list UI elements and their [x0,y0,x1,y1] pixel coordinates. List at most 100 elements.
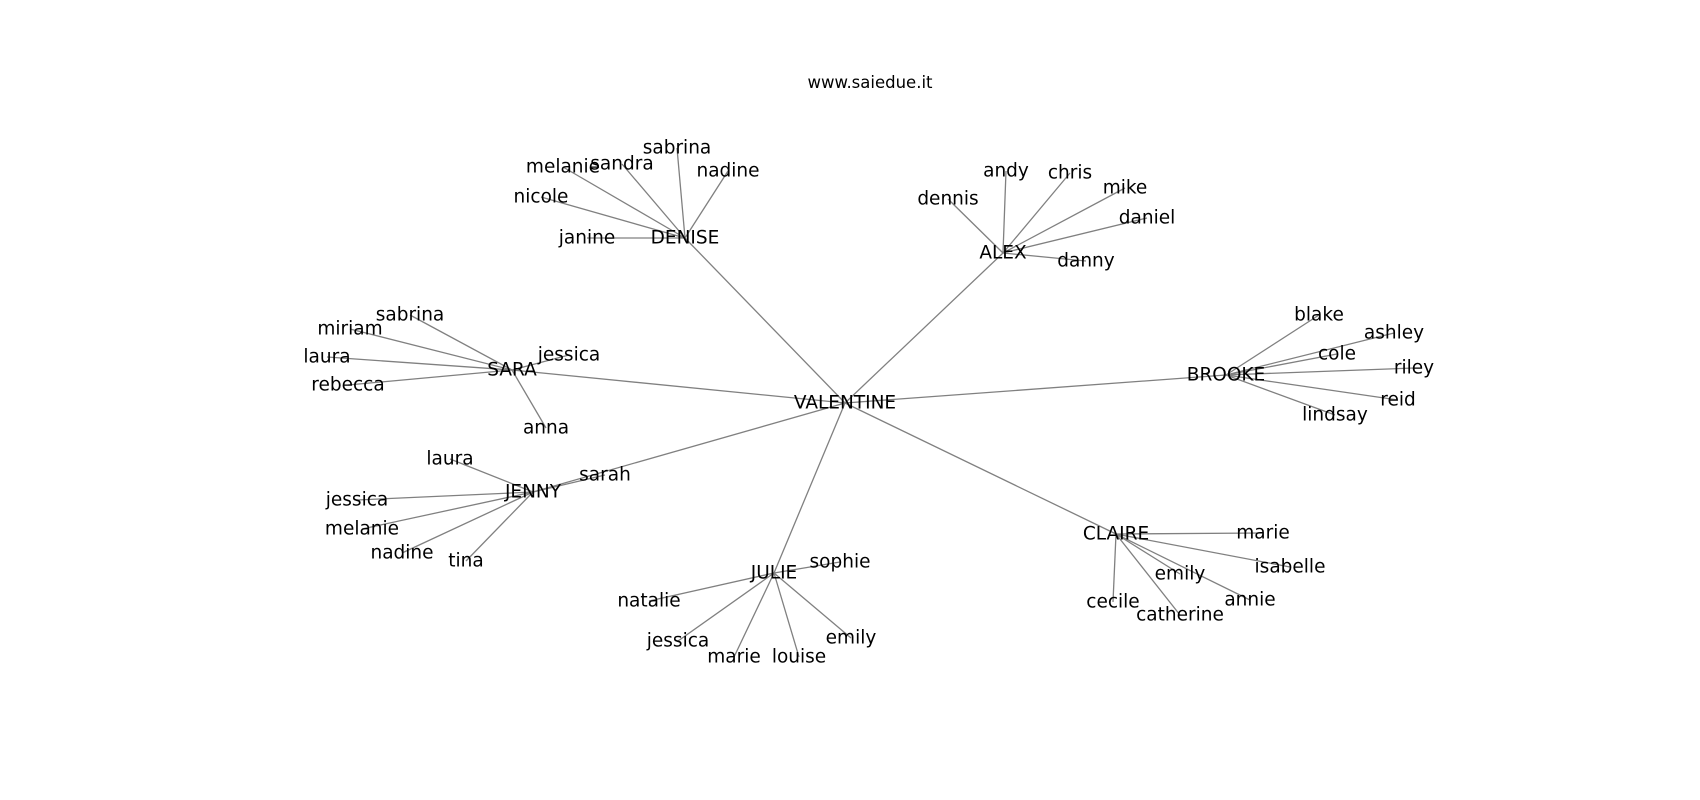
edge-claire-annie [1115,533,1251,601]
edge-jenny-laura [449,458,534,493]
edge-jenny-sarah [532,474,606,493]
group-node-jenny: JENNY [504,482,562,503]
leaf-node-alex-daniel: daniel [1119,208,1175,229]
leaf-node-alex-andy: andy [983,161,1029,182]
edge-root-sara [511,369,846,404]
leaf-node-denise-melanie: melanie [526,157,600,178]
edge-brooke-ashley [1225,332,1395,376]
edge-jenny-jessica [356,491,534,501]
leaf-node-brooke-ashley: ashley [1364,323,1424,344]
leaf-node-sara-sabrina: sabrina [376,305,445,326]
group-node-sara: SARA [487,360,537,381]
edge-root-jenny [532,402,846,493]
edge-denise-melanie [562,166,686,239]
edge-alex-daniel [1002,217,1148,254]
root-node-label: VALENTINE [794,393,896,414]
edge-jenny-melanie [361,491,534,530]
edges-layer [326,147,1415,658]
edge-root-alex [844,252,1004,404]
edge-claire-marie [1115,532,1264,535]
edge-alex-mike [1002,187,1126,254]
leaf-node-alex-chris: chris [1048,163,1092,184]
edge-julie-jessica [677,572,775,642]
group-node-denise: DENISE [651,228,720,249]
edge-claire-cecile [1112,533,1117,603]
leaf-node-brooke-riley: riley [1394,358,1434,379]
edge-julie-marie [733,572,775,658]
leaf-node-claire-annie: annie [1224,590,1275,611]
leaf-node-sara-rebecca: rebecca [311,375,384,396]
leaf-node-denise-nicole: nicole [514,187,569,208]
group-node-claire: CLAIRE [1083,524,1149,545]
edge-jenny-tina [465,491,534,562]
leaf-node-alex-danny: danny [1057,251,1115,272]
edge-sara-jessica [511,354,570,371]
edge-alex-andy [1002,170,1007,254]
edge-sara-rebecca [347,369,513,386]
edge-sara-sabrina [409,314,513,371]
leaf-node-julie-natalie: natalie [617,591,680,612]
leaf-node-sara-miriam: miriam [317,319,382,340]
edge-claire-catherine [1115,533,1181,616]
leaf-node-alex-mike: mike [1103,178,1148,199]
leaf-node-julie-sophie: sophie [810,552,871,573]
leaf-node-denise-sandra: sandra [590,154,653,175]
edge-sara-laura [326,356,513,371]
edge-julie-natalie [648,572,775,602]
edge-denise-nicole [540,196,686,239]
leaf-node-sara-laura: laura [303,347,350,368]
leaf-node-brooke-lindsay: lindsay [1302,405,1368,426]
edge-brooke-lindsay [1225,374,1336,416]
edge-alex-danny [1002,252,1087,262]
group-node-julie: JULIE [750,563,797,584]
leaf-node-claire-cecile: cecile [1086,592,1139,613]
leaf-node-sara-anna: anna [523,418,569,439]
leaf-node-brooke-reid: reid [1380,390,1415,411]
edge-root-denise [684,237,846,404]
leaf-node-alex-dennis: dennis [917,189,978,210]
edge-julie-louise [773,572,800,658]
leaf-node-julie-marie: marie [707,647,761,668]
leaf-node-brooke-blake: blake [1294,305,1344,326]
leaf-node-claire-catherine: catherine [1136,605,1224,626]
edge-denise-nadine [684,170,729,239]
leaf-node-julie-jessica: jessica [646,631,709,652]
leaf-node-jenny-nadine: nadine [370,543,433,564]
leaf-node-jenny-tina: tina [448,551,483,572]
edge-denise-sabrina [676,147,686,239]
edge-brooke-cole [1225,353,1338,376]
edge-julie-emily [773,572,852,639]
edge-sara-anna [511,369,547,429]
edge-alex-dennis [947,198,1004,254]
leaf-node-denise-sabrina: sabrina [643,138,712,159]
leaf-node-julie-louise: louise [772,647,826,668]
edge-claire-emily [1115,533,1181,575]
diagram-title: www.saiedue.it [807,73,933,92]
edge-root-brooke [844,374,1227,404]
edge-brooke-blake [1225,314,1320,376]
edge-julie-sophie [773,561,841,574]
edge-brooke-riley [1225,367,1415,376]
leaf-node-jenny-laura: laura [426,449,473,470]
edge-root-julie [773,402,846,574]
edge-denise-sandra [621,163,686,239]
group-node-alex: ALEX [979,243,1027,264]
leaf-node-jenny-jessica: jessica [325,490,388,511]
leaf-node-brooke-cole: cole [1318,344,1356,365]
edge-claire-isabelle [1115,533,1291,568]
edge-root-claire [844,402,1117,535]
edge-alex-chris [1002,172,1071,254]
labels-layer: VALENTINEDENISEmelaniesandrasabrinanadin… [303,138,1434,668]
edge-brooke-reid [1225,374,1399,401]
leaf-node-claire-isabelle: isabelle [1255,557,1326,578]
group-node-brooke: BROOKE [1187,365,1266,386]
leaf-node-jenny-melanie: melanie [325,519,399,540]
edge-jenny-nadine [401,491,534,554]
edge-sara-miriam [349,328,513,371]
leaf-node-jenny-sarah: sarah [579,465,631,486]
leaf-node-denise-nadine: nadine [696,161,759,182]
leaf-node-claire-emily: emily [1155,564,1206,585]
leaf-node-sara-jessica: jessica [537,345,600,366]
leaf-node-julie-emily: emily [826,628,877,649]
